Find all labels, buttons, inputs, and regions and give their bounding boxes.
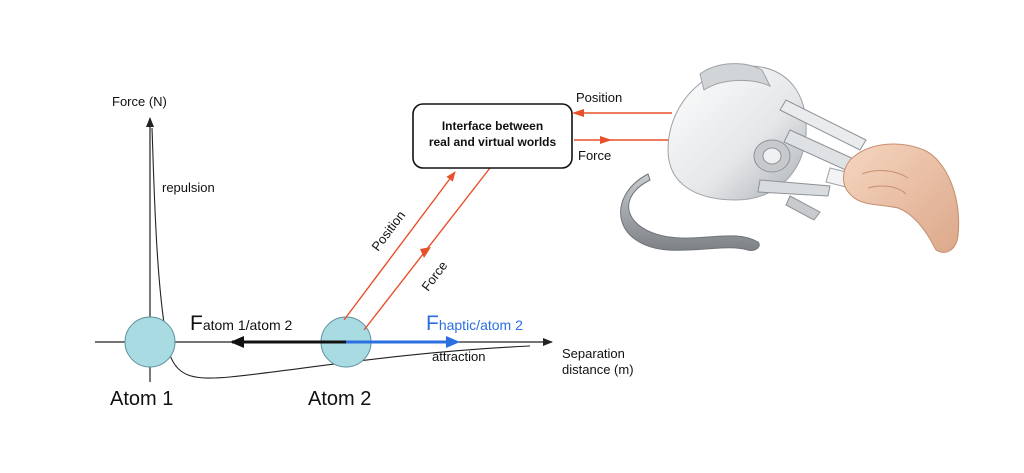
atom-force-label: Fatom 1/atom 2 xyxy=(190,312,293,335)
attraction-label: attraction xyxy=(432,349,485,364)
haptic-force-label-sub: haptic/atom 2 xyxy=(439,317,523,333)
force-top-arrow xyxy=(574,136,672,144)
haptic-device-illustration xyxy=(620,63,960,253)
interface-box-line1: Interface between xyxy=(442,119,543,133)
separation-axis-label-line1: Separation xyxy=(562,346,625,361)
position-diagonal-arrow xyxy=(343,171,456,321)
atom-2-label: Atom 2 xyxy=(308,388,371,410)
haptic-force-arrow xyxy=(346,336,460,348)
interface-box xyxy=(412,103,573,169)
atom-force-label-sub: atom 1/atom 2 xyxy=(203,317,293,333)
position-top-arrow xyxy=(572,109,672,117)
position-top-label: Position xyxy=(576,90,622,105)
atom-1-label: Atom 1 xyxy=(110,388,173,410)
haptic-force-label-main: F xyxy=(426,312,439,335)
force-diagonal-arrow xyxy=(363,167,491,331)
haptic-force-label: Fhaptic/atom 2 xyxy=(426,312,523,335)
atom-force-label-main: F xyxy=(190,312,203,335)
atom-force-arrow xyxy=(230,336,346,348)
repulsion-label: repulsion xyxy=(162,180,215,195)
force-top-label: Force xyxy=(578,148,611,163)
interface-box-line2: real and virtual worlds xyxy=(429,135,557,149)
force-curve xyxy=(151,127,531,379)
position-diagonal-label: Position xyxy=(368,208,408,254)
force-axis-label: Force (N) xyxy=(112,94,167,109)
separation-axis-label-line2: distance (m) xyxy=(562,362,634,377)
atom-1-sphere xyxy=(124,316,176,368)
force-diagonal-label: Force xyxy=(418,258,450,294)
